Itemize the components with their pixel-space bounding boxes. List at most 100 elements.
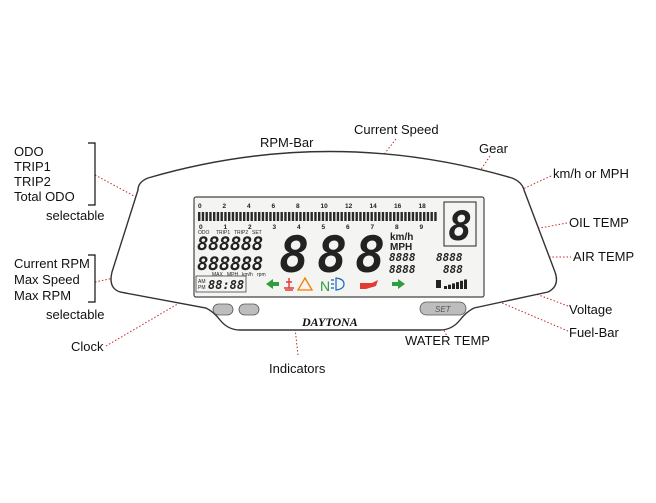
current-speed-label: Current Speed — [354, 122, 439, 137]
rpm-scale-top-label: 10 — [321, 203, 329, 210]
voltage-readout: 888 — [443, 263, 463, 276]
rpm-bar-segment — [216, 212, 220, 221]
rpm-bar-segment — [318, 212, 321, 221]
unit-sub-label: MAX — [212, 272, 224, 278]
right-turn-icon — [392, 279, 405, 289]
rpm-bar-segment — [325, 212, 328, 221]
rpm-readout: 888888 — [197, 253, 263, 275]
rpm-bar-segment — [351, 212, 355, 221]
rpm-bar-segment — [378, 212, 381, 221]
rpm-bar-segment — [299, 212, 302, 221]
air-temp-readout: 8888 — [389, 263, 416, 276]
fuel-bar-step — [456, 282, 459, 289]
mode-button-right[interactable] — [238, 303, 260, 316]
rpm-bar-segment — [348, 212, 351, 221]
rpm-bar-segment — [374, 212, 377, 221]
rpm-bar-segment — [220, 212, 223, 221]
rpm-bar-segment — [400, 212, 403, 221]
oil-temp-label: OIL TEMP — [569, 215, 629, 230]
rpm-bar-segment — [250, 212, 253, 221]
mode-label-total-odo: Total ODO — [14, 189, 75, 204]
rpm-bar-segment — [235, 212, 238, 221]
rpm-bar-segment — [205, 212, 208, 221]
rpm-bar-segment — [359, 212, 362, 221]
fuel-bar-step — [448, 284, 451, 289]
rpm-scale-bottom-label: 1 — [224, 224, 228, 231]
mode-label-trip1: TRIP1 — [14, 159, 51, 174]
hazard-warning-icon — [296, 276, 314, 291]
rpm-bar-segment — [228, 212, 231, 221]
rpm-bar-segment — [213, 212, 216, 221]
set-button[interactable] — [419, 301, 467, 316]
lcd-panel — [193, 196, 485, 298]
oil-temp-readout: 8888 — [436, 251, 463, 264]
rpm-bar-segment — [389, 212, 392, 221]
rpm-bar-segment — [224, 212, 227, 221]
rpm-bar-segment — [355, 212, 358, 221]
rpm-bar-segment — [209, 212, 212, 221]
leader-clock — [105, 284, 211, 347]
fuel-bar — [436, 279, 467, 289]
rpm-bar-segment — [231, 212, 235, 221]
unit-sub-label: rpm — [257, 272, 266, 278]
set-button-label: SET — [435, 305, 452, 314]
brackets — [88, 142, 96, 303]
rpm-bar-segment — [314, 212, 317, 221]
rpm-bar-segment — [333, 212, 336, 221]
rpm-bar-segment — [363, 212, 366, 221]
rpm-bar-segment — [258, 212, 261, 221]
high-beam-icon — [331, 277, 345, 291]
rpm-bar-segment — [306, 212, 310, 221]
odo-readout: 888888 — [197, 233, 263, 255]
air-temp-label: AIR TEMP — [573, 249, 635, 264]
clock-label: Clock — [71, 339, 104, 354]
speed-readout: 8 8 8 — [279, 226, 385, 284]
fuel-bar-label: Fuel-Bar — [569, 325, 619, 340]
bracket-rpm-modes — [88, 254, 96, 303]
unit-sub-label: MPH — [227, 272, 239, 278]
rpm-bar-segment — [269, 212, 272, 221]
speed-digit-2: 8 — [317, 226, 347, 284]
speed-digit-3: 8 — [355, 226, 385, 284]
modes-selectable-note: selectable — [46, 208, 105, 223]
rpm-bar-segment — [254, 212, 257, 221]
rpm-scale-bottom-label: 9 — [420, 224, 424, 231]
voltage-label: Voltage — [569, 302, 613, 317]
leader-kmh — [411, 175, 552, 241]
rpm-bar-segment — [408, 212, 411, 221]
mode-sub-label: TRIP1 — [216, 230, 230, 236]
rpm-bar-segment — [239, 212, 242, 221]
rpm-bar-segment — [291, 212, 295, 221]
clock-readout: 88:88 — [208, 278, 244, 292]
rpm-scale-top-label: 14 — [370, 203, 378, 210]
mode-label-odo: ODO — [14, 144, 44, 159]
rpm-scale-top-label: 2 — [223, 203, 227, 210]
clock-pm: PM — [198, 285, 206, 291]
rpm-bar-segment — [396, 212, 400, 221]
rpm-bar-segment — [273, 212, 276, 221]
indicators-label: Indicators — [269, 361, 326, 376]
unit-kmh: km/h — [390, 232, 413, 243]
fuel-bar-step — [460, 280, 463, 289]
fuel-bar-step — [444, 286, 447, 289]
water-temp-label: WATER TEMP — [405, 333, 490, 348]
clock-box — [195, 275, 247, 293]
mode-button-left[interactable] — [212, 303, 234, 316]
mode-sub-label: ODO — [198, 230, 210, 236]
rpm-bar-segment — [265, 212, 268, 221]
rpm-bar-segment — [303, 212, 306, 221]
rpm-bar-segment — [276, 212, 280, 221]
mode-sub-label: TRIP2 — [234, 230, 248, 236]
indicator-row: N — [266, 276, 405, 294]
rpm-bar-label: RPM-Bar — [260, 135, 314, 150]
rpm-scale-bottom-label: 3 — [273, 224, 277, 231]
rpm-bar-segment — [393, 212, 396, 221]
gear-digit: 8 — [448, 204, 472, 250]
rpm-bar-segment — [329, 212, 332, 221]
rpm-bar-segment — [340, 212, 343, 221]
oil-pressure-icon — [360, 280, 378, 289]
